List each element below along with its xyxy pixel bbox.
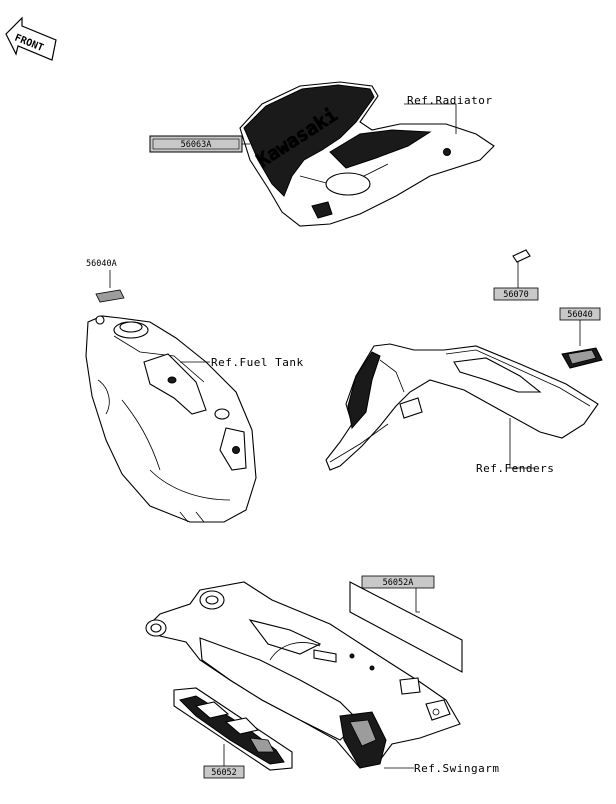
part-56063a-label: 56063A <box>149 135 243 153</box>
fuel-tank-ref-label: Ref.Fuel Tank <box>211 356 304 369</box>
part-number-56052a: 56052A <box>383 578 414 588</box>
part-56052a-label: 56052A <box>361 575 435 589</box>
part-56052a-leader <box>415 588 420 613</box>
part-number-56040a: 56040A <box>86 259 117 269</box>
fenders-leader <box>509 418 534 469</box>
radiator-shroud: Kawasaki <box>239 81 495 227</box>
fenders-ref-label: Ref.Fenders <box>476 462 554 475</box>
part-number-56052: 56052 <box>211 768 237 778</box>
front-arrow-icon: FRONT <box>5 16 57 61</box>
rear-fender <box>325 343 599 471</box>
radiator-ref-label: Ref.Radiator <box>407 94 492 107</box>
swingarm-ref-label: Ref.Swingarm <box>414 762 499 775</box>
part-56070-label: 56070 <box>493 287 539 301</box>
radiator-leader-line <box>404 103 457 134</box>
decal-56070 <box>512 249 531 263</box>
decal-56052 <box>173 687 293 771</box>
swingarm-body <box>145 581 461 769</box>
part-number-56063a: 56063A <box>181 140 212 150</box>
part-56040-label: 56040 <box>559 307 601 321</box>
decal-56052a <box>349 581 463 673</box>
part-56052-label: 56052 <box>203 765 245 779</box>
fuel-tank <box>85 315 257 523</box>
part-number-56070: 56070 <box>503 290 529 300</box>
part-number-56040: 56040 <box>567 310 593 320</box>
decal-56040a <box>95 289 125 303</box>
